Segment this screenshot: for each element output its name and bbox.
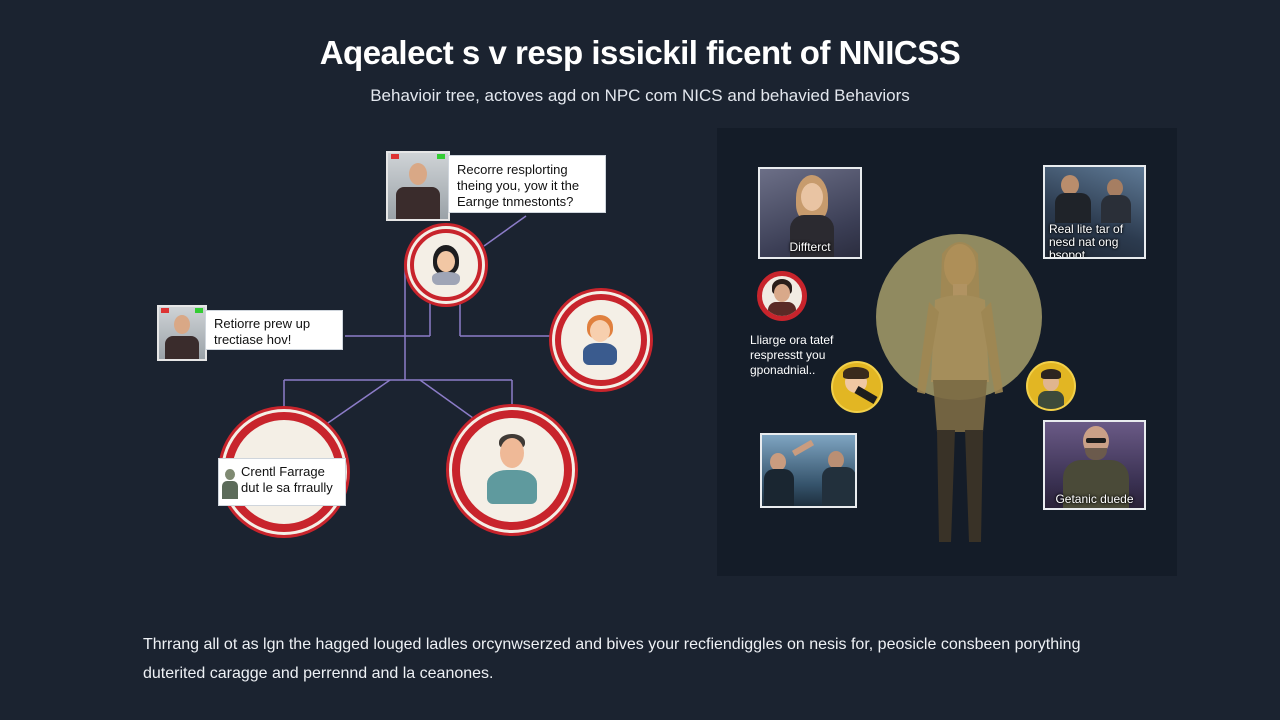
photo-top-right-line-1: Real lite tar of — [1049, 222, 1124, 236]
card-bottom-line-1: Crentl Farrage — [241, 464, 325, 479]
person-avatar-icon — [762, 276, 802, 316]
card-left-thumbnail — [157, 305, 207, 361]
photo-bottom-right-caption: Getanic duede — [1055, 492, 1134, 506]
person-avatar-icon — [833, 363, 881, 411]
npc-figure-icon — [917, 242, 1003, 542]
panel-side-line-3: gponadnial.. — [750, 363, 816, 377]
photo-bottom-left[interactable] — [760, 433, 857, 508]
person-photo-icon — [1063, 426, 1129, 508]
panel-side-line-1: Lliarge ora tatef — [750, 333, 834, 347]
footer-line-2: duterited caragge and perrennd and la ce… — [143, 665, 494, 682]
card-left-line-1: Retiorre prew up — [214, 316, 311, 331]
photo-top-right-line-2: nesd nat ong — [1049, 235, 1119, 249]
person-avatar-icon — [484, 434, 540, 506]
card-bottom-line-2: dut le sa frraully — [241, 480, 333, 495]
person-avatar-icon — [579, 315, 623, 365]
tree-node-root[interactable] — [410, 229, 482, 301]
panel-node-gold-left[interactable] — [831, 361, 883, 413]
speech-card-bottom: Crentl Farrage dut le sa frraully — [218, 458, 346, 506]
panel-side-text: Lliarge ora tatef respresstt you gponadn… — [750, 333, 833, 378]
panel-node-red[interactable] — [757, 271, 807, 321]
person-photo-icon — [1055, 173, 1135, 223]
card-top-line-2: theing you, yow it the — [457, 178, 580, 193]
photo-top-right-caption: Real lite tar of nesd nat ong bsopot. — [1045, 222, 1144, 259]
footer-line-1: Thrrang all ot as lgn the hagged louged … — [143, 636, 1081, 653]
footer-text: Thrrang all ot as lgn the hagged louged … — [143, 630, 1203, 688]
tree-node-right[interactable] — [555, 294, 647, 386]
person-photo-icon — [790, 175, 834, 257]
person-avatar-icon — [428, 245, 464, 285]
panel-side-line-2: respresstt you — [750, 348, 826, 362]
page-title: Aqealect s v resp issickil ficent of NNI… — [319, 34, 961, 71]
photo-top-left-caption: Diffterct — [789, 240, 831, 254]
page-subtitle: Behavioir tree, actoves agd on NPC com N… — [370, 86, 910, 105]
photo-bottom-right[interactable]: Getanic duede — [1043, 420, 1146, 510]
photo-top-right-line-3: bsopot. — [1049, 248, 1089, 259]
person-avatar-icon — [1028, 363, 1074, 409]
people-photo-icon — [762, 435, 855, 506]
card-bottom-avatar-icon — [222, 469, 238, 499]
speech-card-left: Retiorre prew up trectiase hov! — [205, 310, 343, 350]
photo-top-left[interactable]: Diffterct — [758, 167, 862, 259]
card-top-thumbnail — [386, 151, 450, 221]
panel-node-gold-right[interactable] — [1026, 361, 1076, 411]
tree-node-bottom-right[interactable] — [452, 410, 572, 530]
photo-top-right[interactable]: Real lite tar of nesd nat ong bsopot. — [1043, 165, 1146, 259]
card-top-line-3: Earnge tnmestonts? — [457, 194, 574, 209]
card-top-line-1: Recorre resplorting — [457, 162, 568, 177]
speech-card-top: Recorre resplorting theing you, yow it t… — [448, 155, 606, 213]
card-left-line-2: trectiase hov! — [214, 332, 292, 347]
